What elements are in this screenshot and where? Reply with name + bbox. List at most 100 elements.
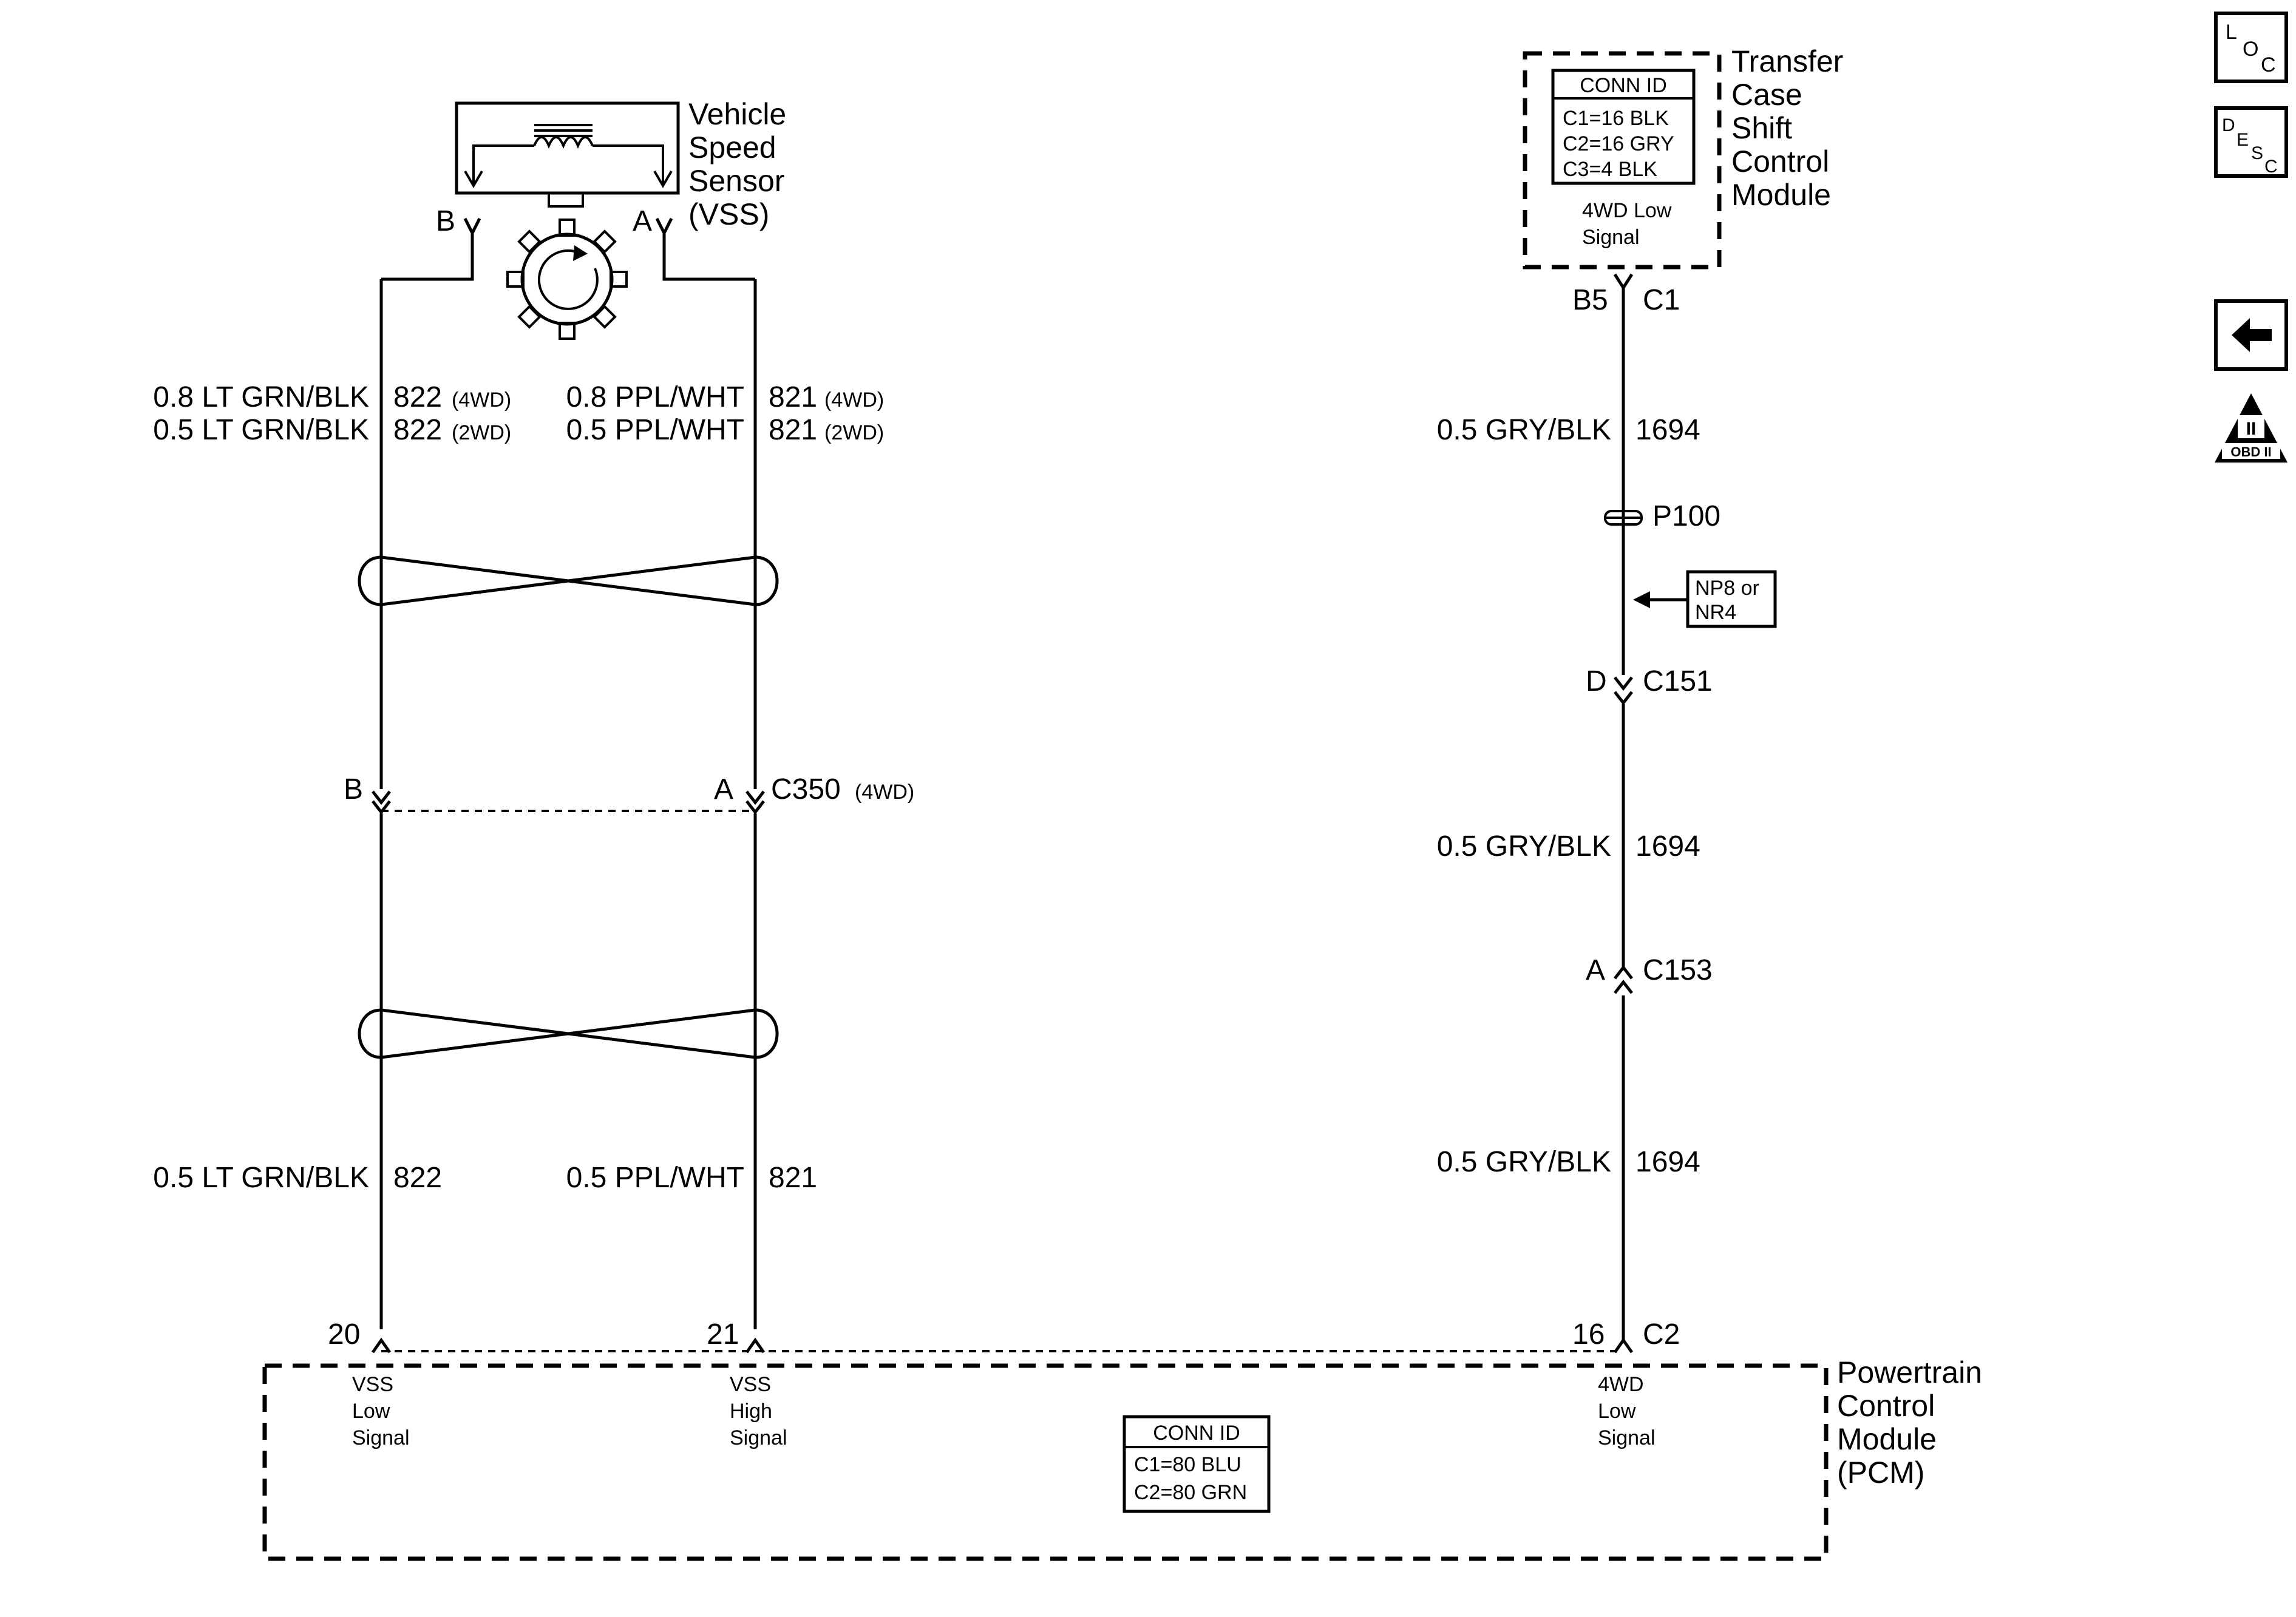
obd-ii-icon[interactable]: II OBD II [2215,393,2288,463]
pcm-pin-20: 20 [328,1318,360,1351]
tcscm-terminal [1613,273,1634,291]
c350-pin-a: A [714,773,733,805]
pcm-outline [262,1363,1829,1561]
svg-text:C: C [2264,157,2278,177]
svg-text:P100: P100 [1652,500,1720,532]
svg-text:Signal: Signal [1582,226,1640,249]
vss-pin-a: A [633,205,652,237]
c350-variant: (4WD) [855,781,914,804]
left-arrow-icon [2232,318,2272,352]
svg-text:D: D [1586,665,1607,697]
svg-text:0.8 LT GRN/BLK: 0.8 LT GRN/BLK [153,381,369,413]
pcm-conn-id-box: CONN ID C1=80 BLU C2=80 GRN [1123,1415,1271,1513]
svg-text:A: A [1586,954,1605,986]
svg-text:0.5 LT GRN/BLK: 0.5 LT GRN/BLK [153,414,369,446]
svg-text:(2WD): (2WD) [824,421,884,444]
svg-text:1694: 1694 [1635,830,1700,863]
desc-button[interactable]: D E S C [2214,106,2288,178]
svg-text:0.5 GRY/BLK: 0.5 GRY/BLK [1437,1146,1611,1178]
svg-text:VSS: VSS [352,1373,393,1396]
svg-text:E: E [2237,130,2249,150]
svg-text:C2=16 GRY: C2=16 GRY [1563,132,1674,155]
svg-text:L: L [2226,21,2237,44]
svg-text:C3=4 BLK: C3=4 BLK [1563,158,1657,181]
svg-text:D: D [2222,115,2235,135]
svg-text:822: 822 [393,1162,442,1194]
svg-text:NR4: NR4 [1695,601,1736,624]
svg-text:CONN ID: CONN ID [1153,1422,1240,1445]
vehicle-speed-sensor: B A Vehicle Speed Sensor (VSS) [381,97,786,340]
svg-text:NP8 or: NP8 or [1695,577,1759,600]
svg-text:II: II [2246,419,2257,439]
pcm-signal-vss-low: VSS Low Signal [352,1373,410,1449]
svg-text:(PCM): (PCM) [1837,1456,1924,1490]
loc-button[interactable]: L O C [2214,12,2288,83]
svg-text:0.8 PPL/WHT: 0.8 PPL/WHT [566,381,744,413]
pcm-connector-c2: 20 21 16 C2 [328,1318,1680,1354]
svg-text:821: 821 [769,1162,817,1194]
vss-body [455,101,680,195]
pcm-signal-4wd-low: 4WD Low Signal [1598,1373,1656,1449]
svg-text:4WD: 4WD [1598,1373,1644,1396]
svg-text:0.5 PPL/WHT: 0.5 PPL/WHT [566,1162,744,1194]
svg-text:821: 821 [769,414,817,446]
wire-821-labels: 0.8 PPL/WHT 821 (4WD) 0.5 PPL/WHT 821 (2… [566,381,885,1194]
svg-text:822: 822 [393,381,442,413]
vss-pin-b: B [436,205,455,237]
svg-text:Signal: Signal [730,1426,787,1449]
svg-text:4WD Low: 4WD Low [1582,199,1672,222]
svg-text:OBD II: OBD II [2230,444,2271,459]
svg-text:Vehicle: Vehicle [688,97,786,131]
pcm-signal-vss-high: VSS High Signal [730,1373,787,1449]
connector-c151: D C151 [1586,665,1713,706]
svg-text:0.5 PPL/WHT: 0.5 PPL/WHT [566,414,744,446]
vss-name: Vehicle Speed Sensor (VSS) [688,97,786,231]
svg-text:O: O [2243,38,2258,61]
twisted-pair-lower [358,1008,779,1059]
svg-text:C153: C153 [1643,954,1713,986]
svg-text:0.5 GRY/BLK: 0.5 GRY/BLK [1437,414,1611,446]
arrow-left-icon [1633,591,1650,608]
svg-text:822: 822 [393,414,442,446]
svg-text:Sensor: Sensor [688,164,784,198]
svg-text:1694: 1694 [1635,1146,1700,1178]
svg-text:(4WD): (4WD) [452,388,511,412]
pcm-pin-21: 21 [707,1318,739,1351]
svg-text:Control: Control [1731,144,1829,178]
svg-text:Control: Control [1837,1389,1935,1423]
svg-text:C151: C151 [1643,665,1713,697]
svg-text:0.5 GRY/BLK: 0.5 GRY/BLK [1437,830,1611,863]
svg-text:Transfer: Transfer [1731,44,1843,78]
svg-text:Signal: Signal [1598,1426,1656,1449]
svg-text:1694: 1694 [1635,414,1700,446]
transfer-case-shift-control-module: CONN ID C1=16 BLK C2=16 GRY C3=4 BLK 4WD… [1523,44,1843,316]
back-button[interactable] [2214,299,2288,371]
svg-text:Shift: Shift [1731,111,1792,145]
option-note: NP8 or NR4 [1633,570,1777,628]
coil-symbol [533,136,594,149]
tcscm-name: Transfer Case Shift Control Module [1731,44,1843,212]
circuit-1694: 0.5 GRY/BLK 1694 0.5 GRY/BLK 1694 0.5 GR… [1437,286,1777,1341]
tcscm-connector-label: C1 [1643,284,1680,316]
tcscm-conn-id-box: CONN ID C1=16 BLK C2=16 GRY C3=4 BLK [1551,69,1696,185]
svg-text:C: C [2261,53,2276,76]
twisted-pair-upper [358,555,779,606]
pcm-connector-label: C2 [1643,1318,1680,1351]
svg-text:VSS: VSS [730,1373,771,1396]
svg-text:C1=80 BLU: C1=80 BLU [1134,1453,1241,1476]
powertrain-control-module: VSS Low Signal VSS High Signal 4WD Low S… [262,1355,1982,1561]
svg-text:Low: Low [1598,1400,1636,1423]
svg-text:Module: Module [1731,178,1831,212]
svg-text:CONN ID: CONN ID [1580,74,1667,97]
svg-text:0.5 LT GRN/BLK: 0.5 LT GRN/BLK [153,1162,369,1194]
connector-c350: B A C350 (4WD) [344,773,914,815]
pcm-pin-16: 16 [1572,1318,1605,1351]
svg-text:S: S [2251,143,2263,163]
wire-822-labels: 0.8 LT GRN/BLK 822 (4WD) 0.5 LT GRN/BLK … [153,381,511,1194]
svg-text:C1=16 BLK: C1=16 BLK [1563,107,1669,130]
tcscm-signal: 4WD Low Signal [1582,199,1672,249]
connector-c153: A C153 [1586,954,1713,994]
svg-text:Case: Case [1731,78,1802,112]
svg-text:(2WD): (2WD) [452,421,511,444]
tcscm-pin: B5 [1572,284,1608,316]
